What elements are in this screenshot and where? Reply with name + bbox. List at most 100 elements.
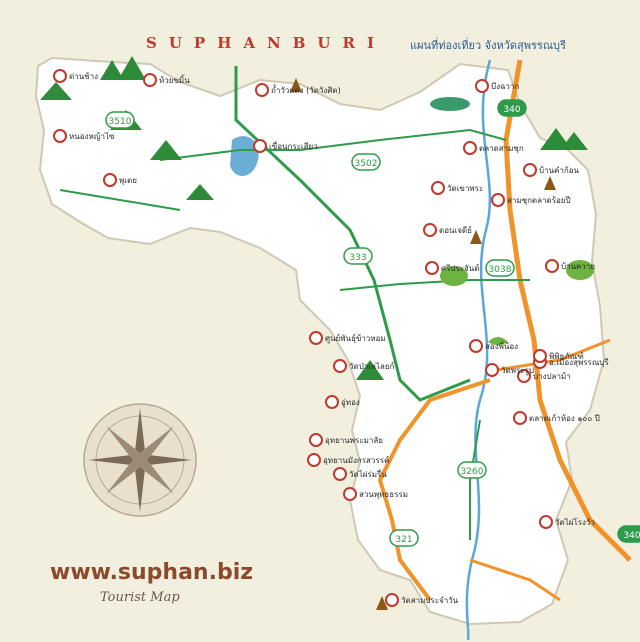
map-pin-don-chedi[interactable]: ดอนเจดีย์: [423, 223, 472, 237]
reservoir: [230, 136, 259, 177]
pin-icon: [255, 83, 269, 97]
map-pin-nong-ya-sai[interactable]: บึงฉวาก: [475, 79, 519, 93]
map-pin-u-thong[interactable]: อู่ทอง: [325, 395, 360, 409]
temple-icons: [290, 78, 556, 610]
pin-icon: [103, 173, 117, 187]
road-green-5: [59, 189, 181, 211]
place-label: วัดสามประจำวัน: [401, 596, 459, 605]
place-label: ดอนเจดีย์: [439, 225, 472, 235]
pin-icon: [423, 223, 437, 237]
map-pin-suan[interactable]: สวนพุทธธรรม: [343, 487, 408, 501]
map-subtitle: แผนที่ท่องเที่ยว จังหวัดสุพรรณบุรี: [410, 39, 566, 52]
road-green-3: [339, 279, 530, 291]
pin-icon: [533, 349, 547, 363]
pin-icon: [539, 515, 553, 529]
place-label: ศรีประจันต์: [441, 263, 479, 273]
route-shield: 340: [497, 99, 527, 117]
map-pin-wat-khao[interactable]: วัดเขาพระ: [431, 181, 483, 195]
place-label: วัดเขาพระ: [447, 184, 483, 193]
map-pin-wat-pa-lelai[interactable]: วัดป่าเลไลยก์: [333, 359, 395, 373]
route-shield-label: 340: [623, 531, 640, 541]
pin-icon: [469, 339, 483, 353]
map-title: SUPHANBURI: [146, 34, 386, 52]
pin-icon: [343, 487, 357, 501]
highway-orange-east: [495, 338, 611, 372]
place-label: วัดไผ่ร่มรื่น: [349, 468, 387, 479]
place-label: อ.เมืองสุพรรณบุรี: [549, 358, 609, 367]
place-label: วัดพระรูป: [501, 366, 534, 376]
map-pin-center[interactable]: ศูนย์พันธุ์ข้าวหอม: [309, 331, 386, 345]
map-pin-sao-rong[interactable]: วัดไผ่ร่มรื่น: [333, 467, 387, 481]
map-pin-muang-boran[interactable]: อุทยานพระมาลัย: [309, 433, 383, 447]
place-label: พุเตย: [119, 176, 137, 185]
map-pin-plu-tung[interactable]: อุทยานมังกรสวรรค์: [307, 453, 389, 467]
pin-icon: [517, 369, 531, 383]
map-pin-ban-phai[interactable]: บางปลาม้า: [517, 369, 571, 383]
place-label: พิพิธภัณฑ์: [549, 351, 584, 361]
province-area: [34, 56, 606, 626]
place-label: สองพี่น้อง: [485, 340, 518, 351]
road-green-2: [159, 128, 507, 161]
pin-icon: [333, 359, 347, 373]
pin-icon: [523, 163, 537, 177]
route-shield-label: 3260: [461, 467, 484, 477]
pin-icon: [333, 467, 347, 481]
map-pin-sam-chuk-market[interactable]: สามชุกตลาดร้อยปี: [491, 193, 571, 207]
place-label: บึงฉวาก: [491, 82, 519, 91]
route-shield-label: 333: [349, 253, 366, 263]
map-pin-dan-chang[interactable]: ด่านช้าง: [53, 69, 98, 83]
road-green-4: [469, 419, 481, 540]
route-shield: 3260: [457, 461, 487, 479]
highway-340: [503, 59, 632, 562]
pin-icon: [385, 593, 399, 607]
buffalo-icon: [440, 266, 468, 286]
map-pin-phu-toei[interactable]: พุเตย: [103, 173, 137, 187]
route-shield: 321: [389, 529, 419, 547]
place-label: ตลาดเก้าห้อง ๑๐๐ ปี: [529, 414, 600, 423]
map-pin-huai-khamin[interactable]: ห้วยขมิ้น: [143, 73, 190, 87]
map-caption: Tourist Map: [100, 590, 180, 605]
pin-icon: [475, 79, 489, 93]
map-pin-si-prachan[interactable]: ศรีประจันต์: [425, 261, 479, 275]
pin-icon: [491, 193, 505, 207]
route-shield-label: 3510: [109, 117, 132, 127]
fish-icon: [430, 97, 470, 111]
map-pin-song-phi-nong[interactable]: สองพี่น้อง: [469, 339, 518, 353]
map-pin-wat-mai-ngam[interactable]: วัดไผ่โรงวัว: [539, 515, 595, 529]
map-pin-talad[interactable]: ตลาดเก้าห้อง ๑๐๐ ปี: [513, 411, 600, 425]
route-shield-label: 321: [395, 535, 412, 545]
map-pin-nang-rong[interactable]: หนองหญ้าไซ: [53, 129, 115, 143]
pin-icon: [53, 129, 67, 143]
pin-icon: [325, 395, 339, 409]
website-url[interactable]: www.suphan.biz: [50, 560, 254, 585]
pin-icon: [307, 453, 321, 467]
pin-icon: [309, 331, 323, 345]
highway-321: [377, 378, 491, 602]
place-label: ห้วยขมิ้น: [159, 74, 190, 85]
map-pin-tan-teng[interactable]: พิพิธภัณฑ์: [533, 349, 584, 363]
place-label: วัดไผ่โรงวัว: [555, 517, 595, 527]
map-pin-wat-nong-sa[interactable]: ถ้ำวัวแดง (วัดวังศิต): [255, 83, 341, 97]
river: [465, 59, 492, 641]
highway-orange-south: [469, 558, 561, 602]
place-label: บางปลาม้า: [533, 372, 571, 381]
map-pin-sam-chuk[interactable]: ตลาดสามชุก: [463, 141, 524, 155]
map-pin-ban-dan[interactable]: บ้านควาย: [545, 259, 595, 273]
buffalo-icon-2: [566, 260, 594, 280]
route-shield: 3510: [105, 111, 135, 129]
map-pin-kham-kho[interactable]: บ้านคำก้อน: [523, 163, 580, 177]
map-pin-wat-phra-rup[interactable]: วัดพระรูป: [485, 363, 534, 377]
place-label: วัดป่าเลไลยก์: [349, 361, 395, 371]
map-pin-kra-sieo[interactable]: เขื่อนกระเสียว: [253, 139, 318, 153]
pin-icon: [309, 433, 323, 447]
map-pin-tha-chang[interactable]: วัดสามประจำวัน: [385, 593, 459, 607]
pin-icon: [463, 141, 477, 155]
route-shield-label: 3038: [489, 265, 512, 275]
pin-icon: [53, 69, 67, 83]
dragon-icon: [488, 337, 508, 345]
pin-icon: [431, 181, 445, 195]
place-label: ศูนย์พันธุ์ข้าวหอม: [325, 333, 386, 344]
place-label: เขื่อนกระเสียว: [269, 140, 318, 151]
